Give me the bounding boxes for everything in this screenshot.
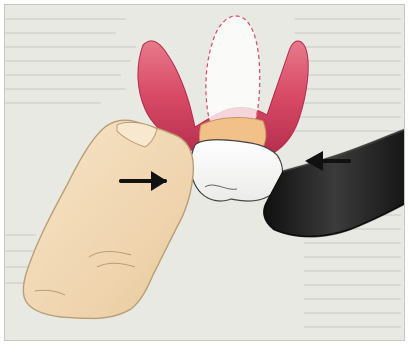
tooth-crown <box>191 140 283 201</box>
tooth-root-outline <box>206 16 260 123</box>
finger <box>23 120 193 318</box>
tooth-extraction-illustration <box>5 5 405 341</box>
illustration-frame <box>4 4 405 341</box>
forceps-beak <box>264 129 405 237</box>
